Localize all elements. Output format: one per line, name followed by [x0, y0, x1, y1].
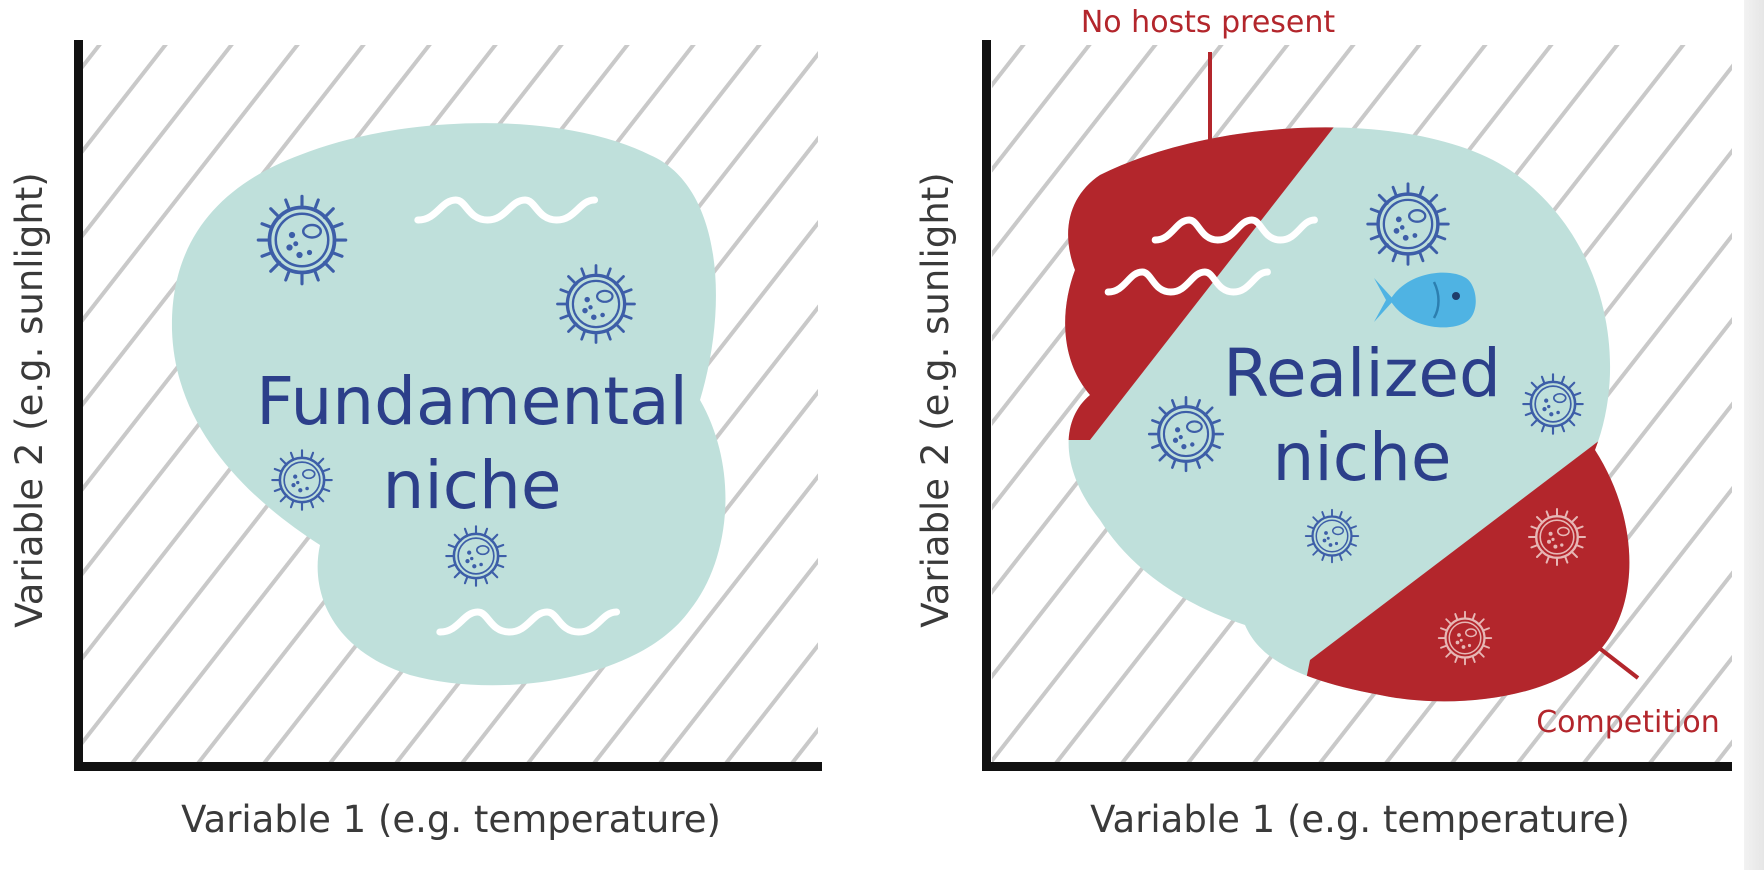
right-x-axis-label: Variable 1 (e.g. temperature)	[1090, 798, 1630, 841]
no-hosts-region	[1065, 127, 1355, 440]
left-y-axis-label: Variable 2 (e.g. sunlight)	[8, 172, 51, 627]
fundamental-niche-label: Fundamental	[256, 363, 688, 440]
left-panel: Fundamental niche Variable 1 (e.g. tempe…	[8, 40, 822, 841]
left-x-axis-label: Variable 1 (e.g. temperature)	[181, 798, 721, 841]
right-x-axis	[982, 762, 1732, 771]
right-y-axis-label: Variable 2 (e.g. sunlight)	[914, 172, 957, 627]
left-x-axis	[74, 762, 822, 771]
page-edge-shadow	[1744, 0, 1764, 870]
fish-icon	[1374, 272, 1476, 328]
fundamental-niche-label-line2: niche	[383, 447, 562, 524]
left-y-axis	[74, 40, 83, 770]
right-y-axis	[982, 40, 991, 770]
realized-niche-label-line2: niche	[1273, 419, 1452, 496]
right-panel: Realized niche No hosts present Competit…	[914, 5, 1732, 841]
competition-annotation: Competition	[1536, 705, 1720, 740]
competition-leader-line	[1592, 642, 1640, 680]
realized-niche-label: Realized	[1223, 335, 1501, 412]
no-hosts-annotation: No hosts present	[1081, 5, 1336, 40]
